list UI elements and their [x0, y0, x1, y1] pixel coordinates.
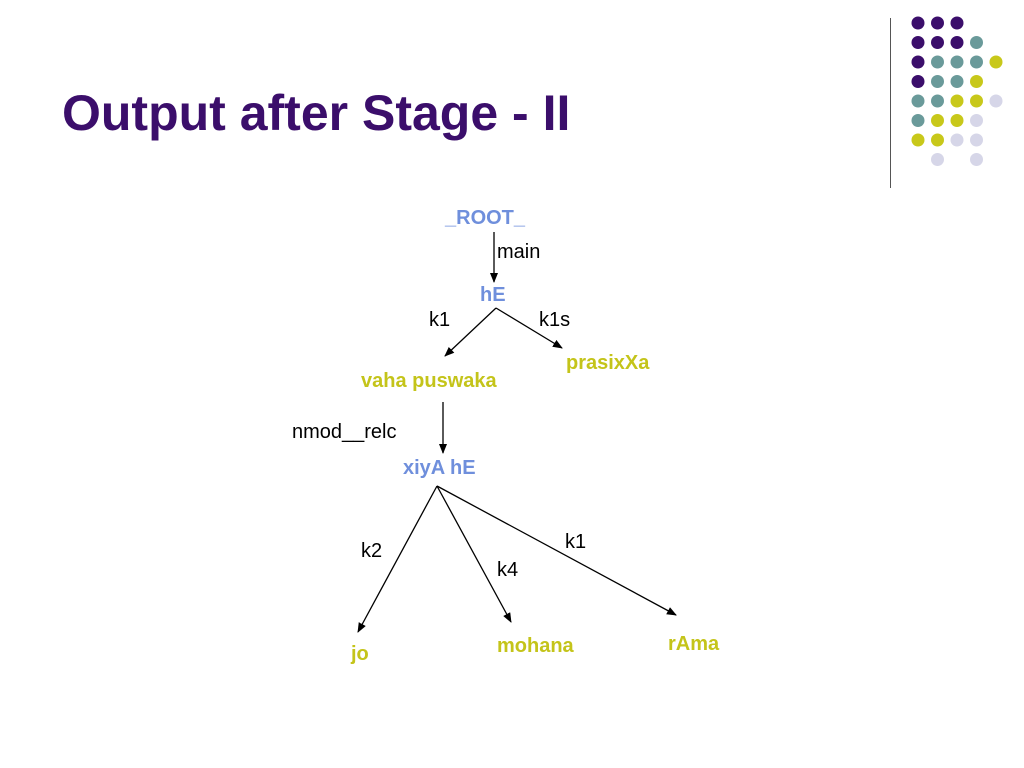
decorative-dot — [950, 36, 964, 49]
decorative-dot — [931, 133, 944, 147]
decorative-dot — [931, 16, 944, 30]
edge-label-k4: k4 — [497, 559, 519, 581]
decorative-dot — [950, 55, 964, 69]
node-root: _ROOT_ — [445, 207, 526, 229]
decorative-dot — [911, 114, 925, 127]
edge-label-k1-bottom: k1 — [565, 531, 587, 553]
decorative-dot — [931, 36, 944, 49]
edge-arrow-k1-top — [444, 307, 497, 357]
decorative-dot — [931, 114, 944, 127]
decorative-dot — [989, 55, 1003, 69]
decorative-dot — [970, 36, 983, 49]
node-prasixxa: prasixXa — [566, 352, 650, 374]
decorative-dot — [989, 94, 1003, 108]
decorative-dot — [931, 153, 944, 166]
decorative-dot-grid — [911, 16, 1003, 166]
edge-label-k1-top: k1 — [429, 309, 451, 331]
decorative-dot — [970, 75, 983, 88]
decorative-dot — [931, 75, 944, 88]
decorative-dot — [950, 75, 964, 88]
decorative-dot — [911, 36, 925, 49]
decorative-dot — [970, 114, 983, 127]
decorative-dot — [931, 94, 944, 108]
decorative-dot — [911, 94, 925, 108]
decorative-dot — [950, 133, 964, 147]
node-xiya-he: xiyA hE — [403, 457, 476, 479]
edge-arrow-k4 — [436, 485, 512, 623]
slide-title: Output after Stage - II — [62, 85, 571, 141]
edge-label-nmod-relc: nmod__relc — [292, 421, 397, 443]
edge-label-main: main — [497, 241, 541, 263]
edge-label-k1s: k1s — [539, 309, 571, 331]
decorative-dot — [970, 94, 983, 108]
decorative-dot — [970, 133, 983, 147]
node-vaha-puswaka: vaha puswaka — [361, 370, 497, 392]
decorative-dot — [911, 133, 925, 147]
node-jo: jo — [351, 643, 369, 665]
decorative-dot — [950, 114, 964, 127]
edge-arrow-k1s — [495, 307, 563, 349]
decorative-dot — [950, 16, 964, 30]
node-rama: rAma — [668, 633, 720, 655]
decorative-dot — [911, 75, 925, 88]
decorative-dot — [970, 153, 983, 166]
decorative-dot — [950, 94, 964, 108]
decorative-dot — [931, 55, 944, 69]
node-mohana: mohana — [497, 635, 574, 657]
decorative-dot — [970, 55, 983, 69]
decorative-divider — [890, 18, 891, 188]
node-he: hE — [480, 284, 506, 306]
decorative-dot — [911, 55, 925, 69]
edge-label-k2: k2 — [361, 540, 383, 562]
edge-arrow-k2 — [357, 485, 438, 633]
edge-arrow-k1-bottom — [436, 485, 677, 616]
decorative-dot — [911, 16, 925, 30]
